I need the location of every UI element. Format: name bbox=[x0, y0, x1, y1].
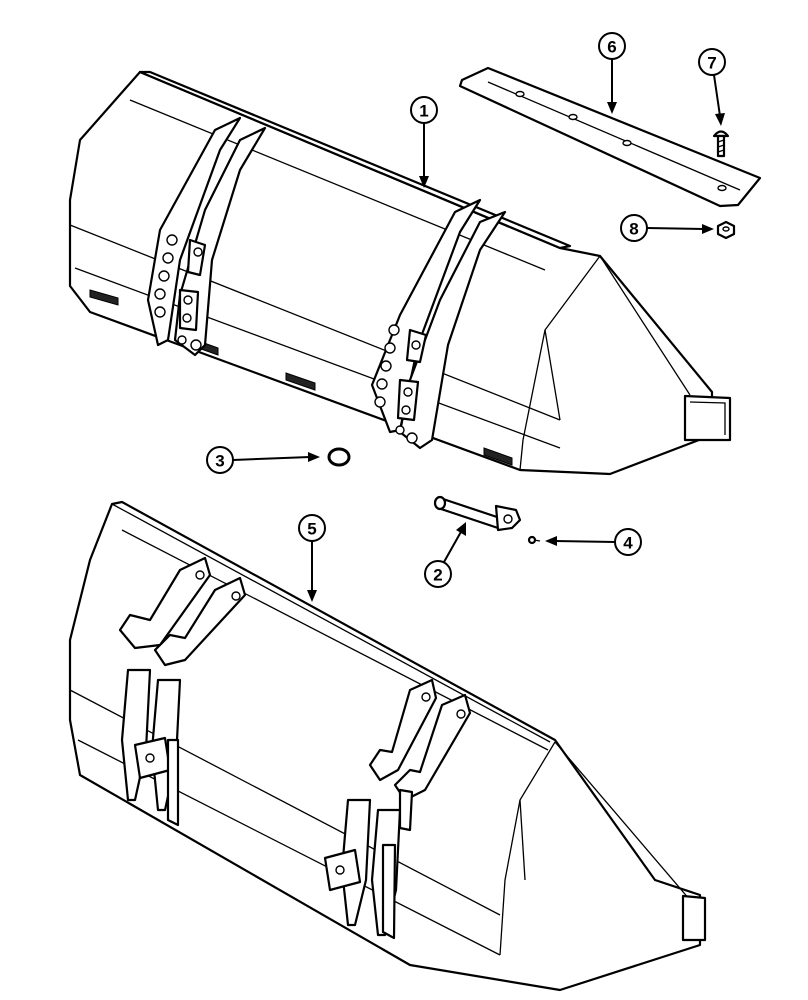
callout-6: 6 bbox=[598, 32, 626, 60]
cutting-edge-strip bbox=[458, 66, 762, 208]
callout-5: 5 bbox=[298, 514, 326, 542]
pivot-pin bbox=[433, 495, 522, 532]
svg-text:5: 5 bbox=[307, 520, 316, 539]
nut bbox=[716, 220, 736, 240]
lower-bucket bbox=[68, 500, 707, 992]
leader-8 bbox=[646, 227, 705, 230]
svg-text:7: 7 bbox=[707, 54, 716, 73]
svg-text:2: 2 bbox=[433, 566, 442, 585]
bolt bbox=[712, 130, 730, 158]
leader-7 bbox=[713, 74, 721, 117]
callout-7: 7 bbox=[698, 48, 726, 76]
svg-text:3: 3 bbox=[215, 452, 224, 471]
leader-3 bbox=[232, 456, 311, 461]
svg-text:1: 1 bbox=[419, 102, 428, 121]
callout-1: 1 bbox=[410, 96, 438, 124]
snap-ring bbox=[327, 447, 351, 467]
callout-4: 4 bbox=[614, 528, 642, 556]
svg-text:8: 8 bbox=[629, 220, 638, 239]
leader-2 bbox=[443, 529, 463, 563]
svg-text:4: 4 bbox=[623, 534, 633, 553]
callout-2: 2 bbox=[424, 560, 452, 588]
callout-8: 8 bbox=[620, 214, 648, 242]
retaining-bolt bbox=[527, 535, 541, 545]
callout-3: 3 bbox=[206, 446, 234, 474]
upper-bucket bbox=[68, 70, 732, 476]
leader-4 bbox=[554, 540, 616, 543]
svg-text:6: 6 bbox=[607, 38, 616, 57]
